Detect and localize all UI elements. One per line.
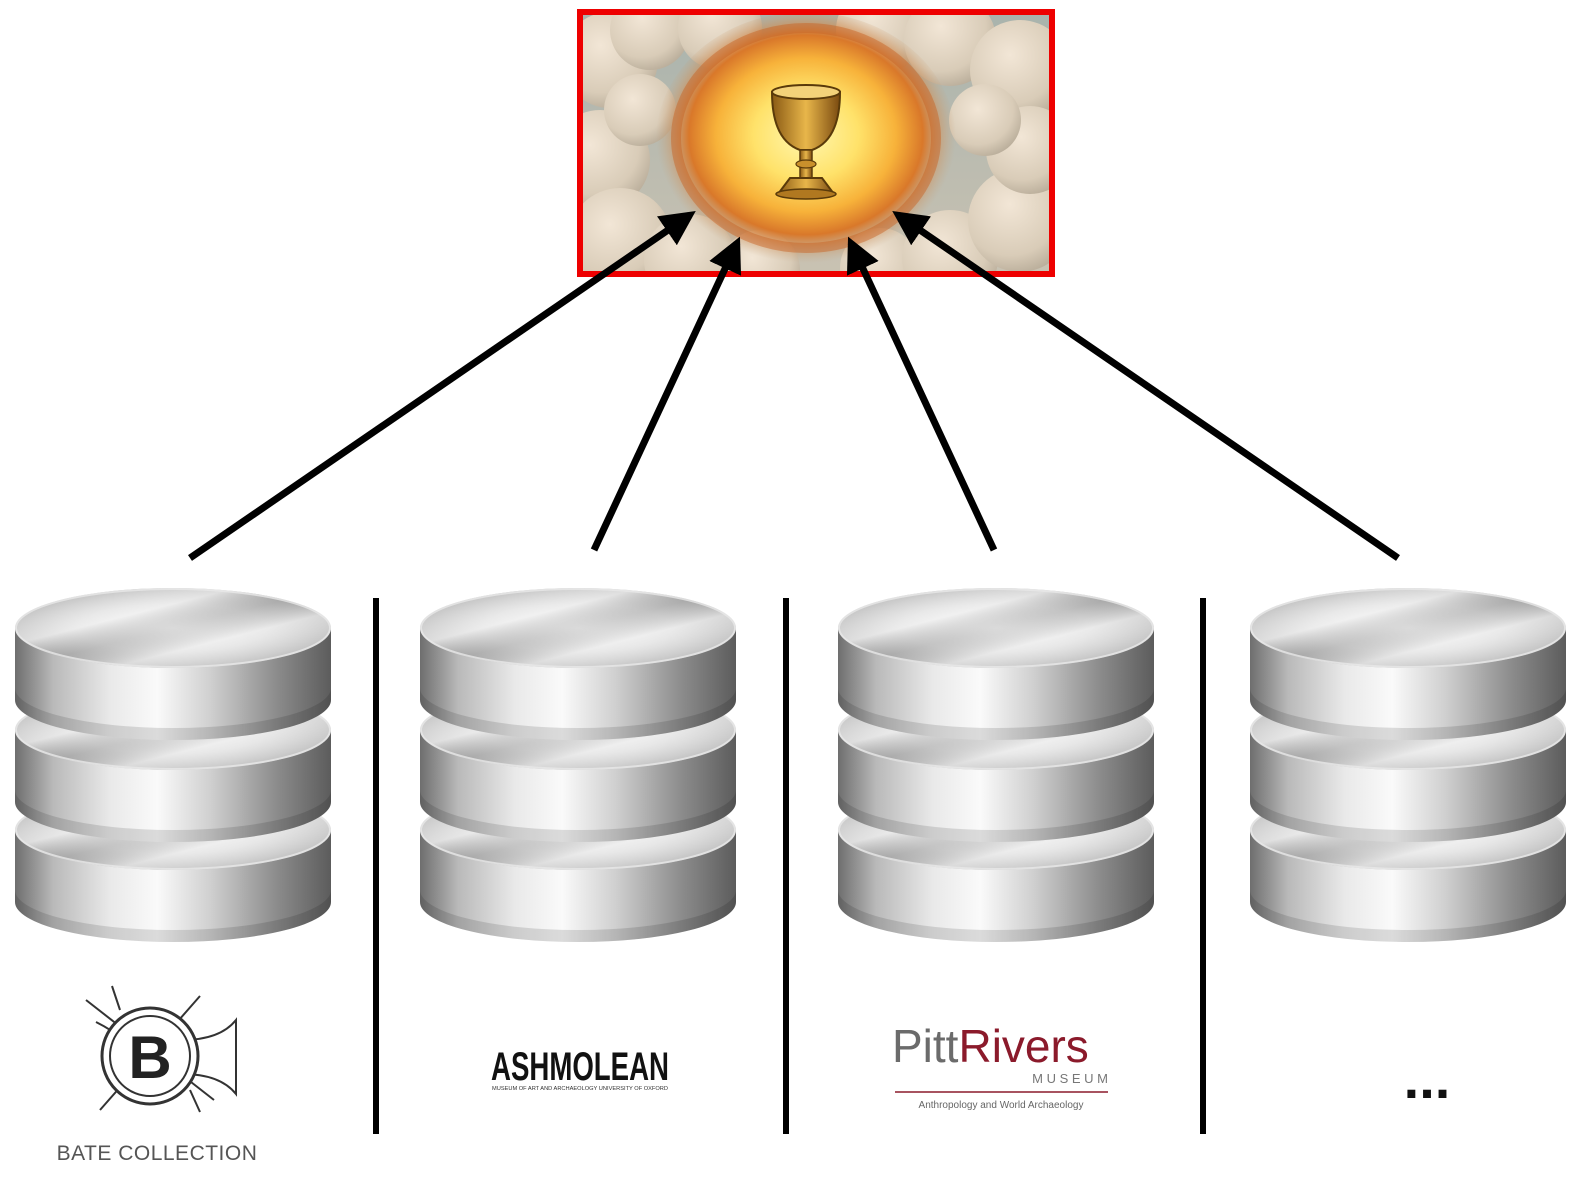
database-pitt-rivers — [837, 587, 1155, 943]
bate-logo-text: BATE COLLECTION — [57, 1142, 258, 1165]
grail-image-border — [577, 9, 1055, 277]
arrow-bate-to-grail — [188, 211, 696, 561]
grail-image — [577, 9, 1055, 277]
database-bate — [14, 587, 332, 943]
dividers — [373, 598, 1206, 1134]
clouds — [580, 12, 1052, 274]
arrows — [188, 211, 1400, 561]
bate-collection-logo: B BATE COLLECTION — [57, 985, 258, 1165]
pitt-rivers-logo: PittRivers M U S E U M Anthropology and … — [892, 1020, 1108, 1111]
database-ashmolean — [419, 587, 737, 943]
pitt-rivers-title-rivers: Rivers — [958, 1020, 1088, 1072]
ashmolean-logo: ASHMOLEAN MUSEUM OF ART AND ARCHAEOLOGY … — [491, 1045, 669, 1092]
chalice-icon — [770, 84, 842, 200]
pitt-rivers-title: PittRivers — [892, 1020, 1089, 1072]
arrow-more-to-grail — [892, 211, 1400, 561]
more-databases-ellipsis: ... — [1404, 1047, 1451, 1110]
arrow-pitt-rivers-to-grail — [846, 236, 998, 552]
arrow-ashmolean-to-grail — [590, 236, 742, 552]
bate-instruments-emblem — [85, 985, 237, 1113]
bate-logo-letter: B — [128, 1024, 171, 1091]
ashmolean-logo-subtitle: MUSEUM OF ART AND ARCHAEOLOGY UNIVERSITY… — [492, 1086, 668, 1092]
database-more — [1249, 587, 1567, 943]
pitt-rivers-tagline: Anthropology and World Archaeology — [919, 1100, 1084, 1111]
ashmolean-logo-text: ASHMOLEAN — [491, 1045, 669, 1089]
pitt-rivers-museum-label: M U S E U M — [1032, 1071, 1108, 1086]
pitt-rivers-title-pitt: Pitt — [892, 1020, 959, 1072]
